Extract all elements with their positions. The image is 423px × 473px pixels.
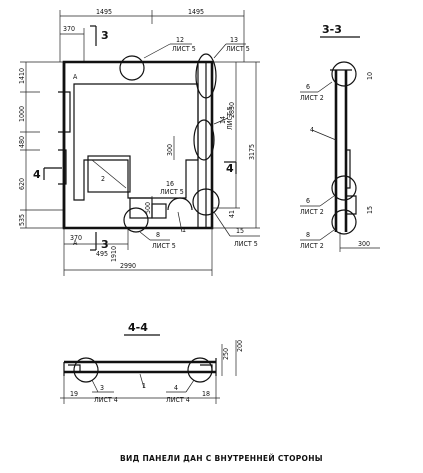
svg-text:15: 15 (236, 227, 244, 235)
s33-callout-top-num: 6 (306, 83, 310, 91)
s44-callout-3-sheet: ЛИСТ 4 (94, 396, 118, 404)
callout-16b: 16 ЛИСТ 5 (160, 180, 184, 196)
section-4-4: 4-4 3 ЛИСТ 4 1 4 ЛИСТ 4 19 18 250 200 (60, 321, 244, 404)
s33-dim-15: 15 (366, 206, 374, 214)
s44-callout-4-sheet: ЛИСТ 4 (166, 396, 190, 404)
svg-text:1: 1 (182, 226, 186, 234)
callout-16: 1 (167, 197, 193, 234)
main-panel-view: 1495 1495 370 3 1410 1000 480 620 535 (18, 8, 260, 276)
dim-left-1: 1410 (18, 68, 26, 84)
dim-bottom-1910: 1910 (110, 246, 118, 262)
dim-500: 500 (144, 202, 152, 214)
letter-a-bottom: A (73, 239, 78, 247)
s44-label-1: 1 (142, 382, 146, 390)
svg-text:ЛИСТ 5: ЛИСТ 5 (234, 240, 258, 248)
svg-text:ЛИСТ 5: ЛИСТ 5 (226, 45, 250, 53)
svg-text:13: 13 (230, 36, 238, 44)
svg-text:ЛИСТ 5: ЛИСТ 5 (226, 106, 234, 130)
dim-bottom-495: 495 (96, 250, 108, 258)
section-mark-3-bottom: 3 (101, 238, 109, 251)
s44-dim-18: 18 (202, 390, 210, 398)
dim-370: 370 (63, 25, 75, 33)
callout-8: 8 ЛИСТ 5 (123, 207, 176, 250)
dim-left-2: 1000 (18, 106, 26, 122)
dim-left-4: 620 (18, 178, 26, 190)
section-44-title: 4-4 (128, 321, 148, 334)
s33-callout-top-sheet: ЛИСТ 2 (300, 94, 324, 102)
s33-callout-mid-num: 6 (306, 197, 310, 205)
section-mark-4-left: 4 (33, 168, 41, 181)
svg-text:12: 12 (176, 36, 184, 44)
s44-dim-250: 250 (222, 348, 230, 360)
callout-12: 12 ЛИСТ 5 (119, 36, 196, 81)
s33-dim-10: 10 (366, 72, 374, 80)
dim-left-3: 480 (18, 136, 26, 148)
label-2: 2 (101, 175, 105, 183)
s44-dim-19: 19 (70, 390, 78, 398)
callout-13: 13 ЛИСТ 5 (195, 36, 250, 99)
dim-bottom-2990: 2990 (120, 262, 136, 270)
svg-text:16: 16 (166, 180, 174, 188)
dim-bottom-370: 370 (70, 234, 82, 242)
dim-300: 300 (166, 144, 174, 156)
dim-right-2850: 2850 (228, 102, 236, 118)
section-mark-3-top: 3 (101, 29, 109, 42)
svg-text:14: 14 (219, 116, 227, 124)
dim-top-left: 1495 (96, 8, 112, 16)
dim-41: 41 (228, 210, 236, 218)
dim-right-3175: 3175 (248, 144, 256, 160)
svg-text:ЛИСТ 5: ЛИСТ 5 (172, 45, 196, 53)
s33-callout-bot-sheet: ЛИСТ 2 (300, 242, 324, 250)
panel-inner-edge (73, 83, 199, 201)
s33-callout-mid-sheet: ЛИСТ 2 (300, 208, 324, 216)
callout-15: 15 ЛИСТ 5 (192, 188, 260, 248)
callout-14: 14 ЛИСТ 5 (193, 106, 234, 161)
section-3-3: 3-3 6 ЛИСТ 2 10 4 6 ЛИСТ 2 8 ЛИСТ 2 15 3… (300, 23, 380, 252)
section-33-title: 3-3 (322, 23, 342, 36)
section-mark-4-right: 4 (226, 162, 234, 175)
drawing-caption: ВИД ПАНЕЛИ ДАН С ВНУТРЕННЕЙ СТОРОНЫ (120, 454, 323, 463)
s44-callout-4-num: 4 (174, 384, 178, 392)
s33-callout-bot-num: 8 (306, 231, 310, 239)
letter-a-top: A (73, 73, 78, 81)
s33-label-4: 4 (310, 126, 314, 134)
s44-callout-3-num: 3 (100, 384, 104, 392)
svg-text:ЛИСТ 5: ЛИСТ 5 (152, 242, 176, 250)
opening-2 (87, 155, 131, 193)
s44-dim-200: 200 (236, 340, 244, 352)
svg-text:ЛИСТ 5: ЛИСТ 5 (160, 188, 184, 196)
dim-left-5: 535 (18, 214, 26, 226)
dim-top-right: 1495 (188, 8, 204, 16)
svg-text:8: 8 (156, 231, 160, 239)
s33-dim-300: 300 (358, 240, 370, 248)
